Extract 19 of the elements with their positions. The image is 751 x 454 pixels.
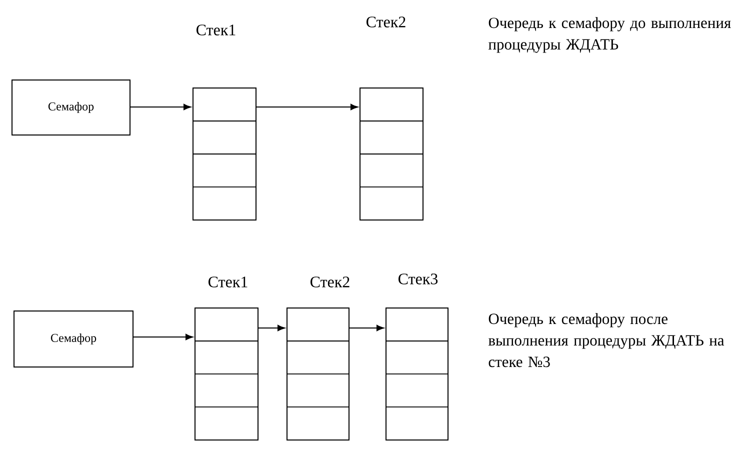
node-label: Стек1	[196, 24, 236, 36]
stack-drawing: Стек3	[386, 274, 448, 440]
stack-drawing: Стек2	[286, 276, 350, 440]
caption-text: Очередь к семафору после выполнения процедуры ЖДАТЬ на стеке №3	[488, 313, 724, 368]
node-label: Стек1	[208, 276, 248, 288]
arrow	[256, 104, 358, 110]
caption-text: Очередь к семафору до выполнения процедуры ЖДАТЬ	[488, 17, 731, 53]
semaphore-box: Семафор	[12, 80, 130, 136]
node-label: Стек2	[310, 276, 350, 288]
stack-drawing: Стек2	[360, 16, 424, 220]
node-label: Стек3	[398, 274, 438, 284]
arrow	[133, 334, 194, 340]
arrow	[258, 324, 286, 332]
stack-drawing: Стек1	[194, 276, 258, 440]
stack-drawing: Стек1	[192, 24, 256, 220]
node-label: Стек2	[366, 16, 406, 28]
arrow	[130, 104, 192, 110]
arrow	[349, 324, 384, 332]
semaphore-box: Семафор	[14, 310, 134, 368]
